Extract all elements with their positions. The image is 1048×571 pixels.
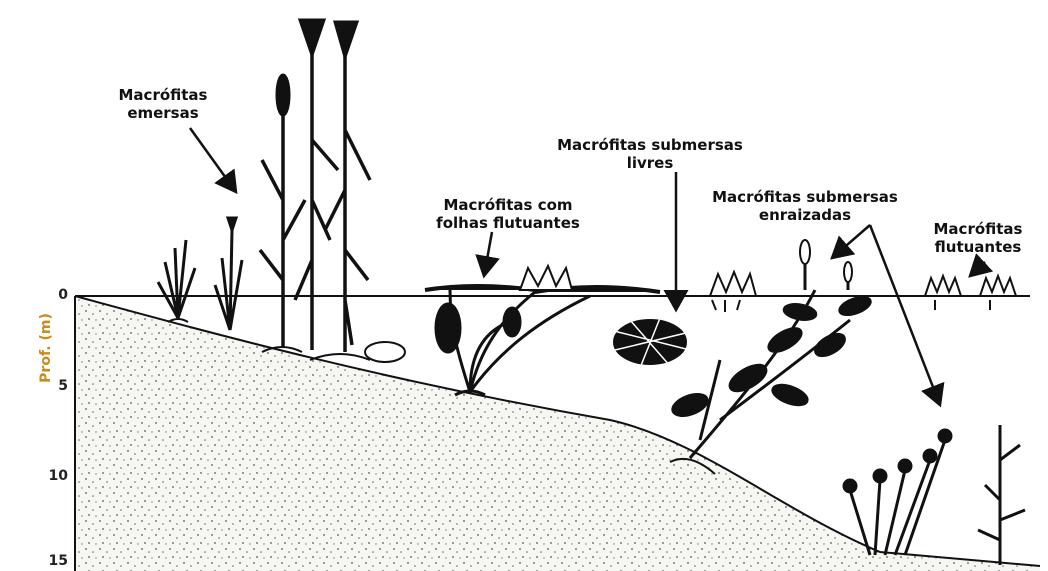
arrow-sub-enraizadas-1 [832,225,870,258]
depth-tick-15: 15 [38,553,68,569]
label-line: livres [540,154,760,172]
arrow-emersas [190,128,236,192]
label-line: enraizadas [690,206,920,224]
rooted-submerged-plant [670,240,872,474]
depth-axis-title: Prof. (m) [38,308,54,388]
emergent-plants [158,20,405,362]
label-macrofitas-flutuantes: Macrófitas flutuantes [918,220,1038,256]
arrow-folhas [484,232,492,276]
label-line: folhas flutuantes [408,214,608,232]
depth-tick-10: 10 [38,468,68,484]
label-line: Macrófitas [918,220,1038,238]
label-line: Macrófitas submersas [690,188,920,206]
depth-tick-5: 5 [38,378,68,394]
label-macrofitas-folhas-flutuantes: Macrófitas com folhas flutuantes [408,196,608,232]
label-line: Macrófitas [98,86,228,104]
label-macrofitas-emersas: Macrófitas emersas [98,86,228,122]
label-line: Macrófitas submersas [540,136,760,154]
free-submerged-plant [610,318,690,368]
label-line: emersas [98,104,228,122]
lake-sediment-stipple [75,296,1040,571]
label-line: Macrófitas com [408,196,608,214]
deep-rooted-submerged-plants [844,425,1025,565]
arrow-flutuantes [970,262,985,276]
label-macrofitas-submersas-enraizadas: Macrófitas submersas enraizadas [690,188,920,224]
label-line: flutuantes [918,238,1038,256]
label-macrofitas-submersas-livres: Macrófitas submersas livres [540,136,760,172]
depth-tick-0: 0 [38,287,68,303]
